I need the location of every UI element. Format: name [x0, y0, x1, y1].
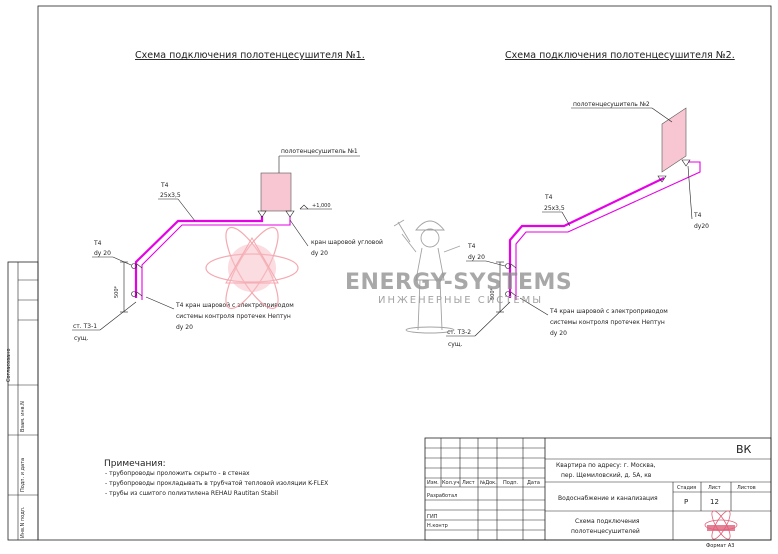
- role-norm-control: Н.контр: [427, 523, 448, 529]
- riser-status-2: сущ.: [448, 341, 463, 348]
- angle-valve-dy-1: dy 20: [311, 250, 328, 257]
- pipe-size-2: 25х3,5: [544, 205, 565, 212]
- watermark-name: ENERGY-SYSTEMS: [345, 270, 572, 295]
- company-logo-icon: [704, 510, 738, 540]
- right-code-2: Т4: [693, 212, 702, 219]
- towel-warmer-1: [260, 172, 292, 212]
- address-line-2: пер. Щемиловский, д. 5А, кв: [561, 472, 652, 479]
- riser-label-2: ст. Т3-2: [447, 329, 471, 336]
- col-sheet: Лист: [462, 480, 475, 486]
- angle-valve-icon: [657, 159, 691, 183]
- col-date: Дата: [527, 480, 540, 486]
- height-dimension-1: 500*: [114, 285, 120, 298]
- stage-header: Стадия: [677, 485, 696, 491]
- title-block: Изм. Кол.уч. Лист №Док. Подп. Дата Разра…: [424, 437, 772, 549]
- stamp-inv-original: Инв.N подл.: [20, 506, 26, 538]
- height-dimension-2: 500*: [490, 287, 496, 300]
- sheet-format: Формат А3: [706, 543, 734, 549]
- return-pipe-2: [515, 161, 701, 300]
- stage-value: Р: [684, 498, 688, 506]
- sheet-title-line-2: полотенцесушителей: [571, 528, 640, 535]
- pipe-code-2: Т4: [544, 194, 553, 201]
- sheet-number: 12: [710, 498, 719, 506]
- towel-warmer-1-label: полотенцесушитель №1: [281, 148, 358, 155]
- notes: Примечания: - трубопроводы проложить скр…: [104, 459, 328, 497]
- leak-valve-label-1: Т4 кран шаровой с электроприводом: [175, 302, 294, 309]
- leak-valve-dy-2: dy 20: [550, 330, 567, 337]
- engineer-mascot-icon: [393, 219, 461, 334]
- stamp-agreed: Согласовано: [6, 348, 12, 382]
- angle-valve-label-1: кран шаровой угловой: [311, 239, 383, 246]
- scheme-2-title: Схема подключения полотенцесушителя №2.: [505, 50, 735, 61]
- address-line-1: Квартира по адресу: г. Москва,: [556, 462, 656, 469]
- sheets-header: Листов: [737, 485, 756, 491]
- left-dy-1: dy 20: [94, 250, 111, 257]
- role-developer: Разработал: [427, 493, 457, 499]
- notes-heading: Примечания:: [104, 459, 166, 469]
- riser-status-1: сущ.: [74, 335, 89, 342]
- note-item-1: - трубопроводы проложить скрыто - в стен…: [105, 470, 250, 477]
- right-dy-2: dy20: [694, 223, 709, 230]
- leak-valve-label-2: Т4 кран шаровой с электроприводом: [549, 308, 668, 315]
- angle-valve-icon: [257, 210, 295, 218]
- col-change: Изм.: [427, 480, 439, 486]
- watermark: ENERGY-SYSTEMS ИНЖЕНЕРНЫЕ СИСТЕМЫ: [205, 219, 572, 334]
- note-item-3: - трубы из сшитого полиэтилена REHAU Rau…: [105, 490, 278, 497]
- atom-logo-icon: [205, 226, 299, 310]
- level-mark-1: +1,000: [312, 203, 331, 209]
- supply-pipe-2: [508, 177, 665, 298]
- section-name: Водоснабжение и канализация: [558, 495, 658, 502]
- towel-warmer-2: [661, 107, 687, 173]
- sheet-title-line-1: Схема подключения: [575, 518, 640, 525]
- scheme-2: Схема подключения полотенцесушителя №2. …: [446, 50, 735, 348]
- supply-pipe-1: [134, 216, 264, 298]
- pipe-code-1: Т4: [160, 182, 169, 189]
- role-chief-engineer: ГИП: [427, 514, 438, 520]
- scheme-1-title: Схема подключения полотенцесушителя №1.: [135, 50, 365, 61]
- riser-label-1: ст. Т3-1: [73, 323, 97, 330]
- pipe-size-1: 25х3,5: [160, 192, 181, 199]
- left-dy-2: dy 20: [468, 254, 485, 261]
- stamp-replace-inv: Взам. инв.N: [20, 401, 26, 432]
- document-code: ВК: [736, 443, 752, 456]
- scheme-1: Схема подключения полотенцесушителя №1. …: [72, 50, 383, 342]
- electric-valve-icon: [131, 263, 143, 297]
- side-stamp: Согласовано Взам. инв.N Подп. и дата Инв…: [6, 261, 39, 541]
- col-sign: Подп.: [503, 480, 519, 486]
- return-pipe-1: [141, 216, 291, 300]
- towel-warmer-2-label: полотенцесушитель №2: [573, 101, 650, 108]
- left-code-2: Т4: [467, 243, 476, 250]
- note-item-2: - трубопроводы прокладывать в трубчатой …: [105, 480, 328, 487]
- left-code-1: Т4: [93, 240, 102, 247]
- col-count: Кол.уч.: [442, 480, 461, 486]
- watermark-tagline: ИНЖЕНЕРНЫЕ СИСТЕМЫ: [378, 295, 543, 306]
- leak-valve-dy-1: dy 20: [176, 324, 193, 331]
- electric-valve-icon: [505, 263, 517, 297]
- leak-valve-system-1: системы контроля протечек Нептун: [176, 313, 291, 320]
- stamp-sign-date: Подп. и дата: [20, 458, 26, 492]
- col-doc: №Док.: [480, 480, 497, 486]
- leak-valve-system-2: системы контроля протечек Нептун: [550, 319, 665, 326]
- sheet-header: Лист: [708, 485, 721, 491]
